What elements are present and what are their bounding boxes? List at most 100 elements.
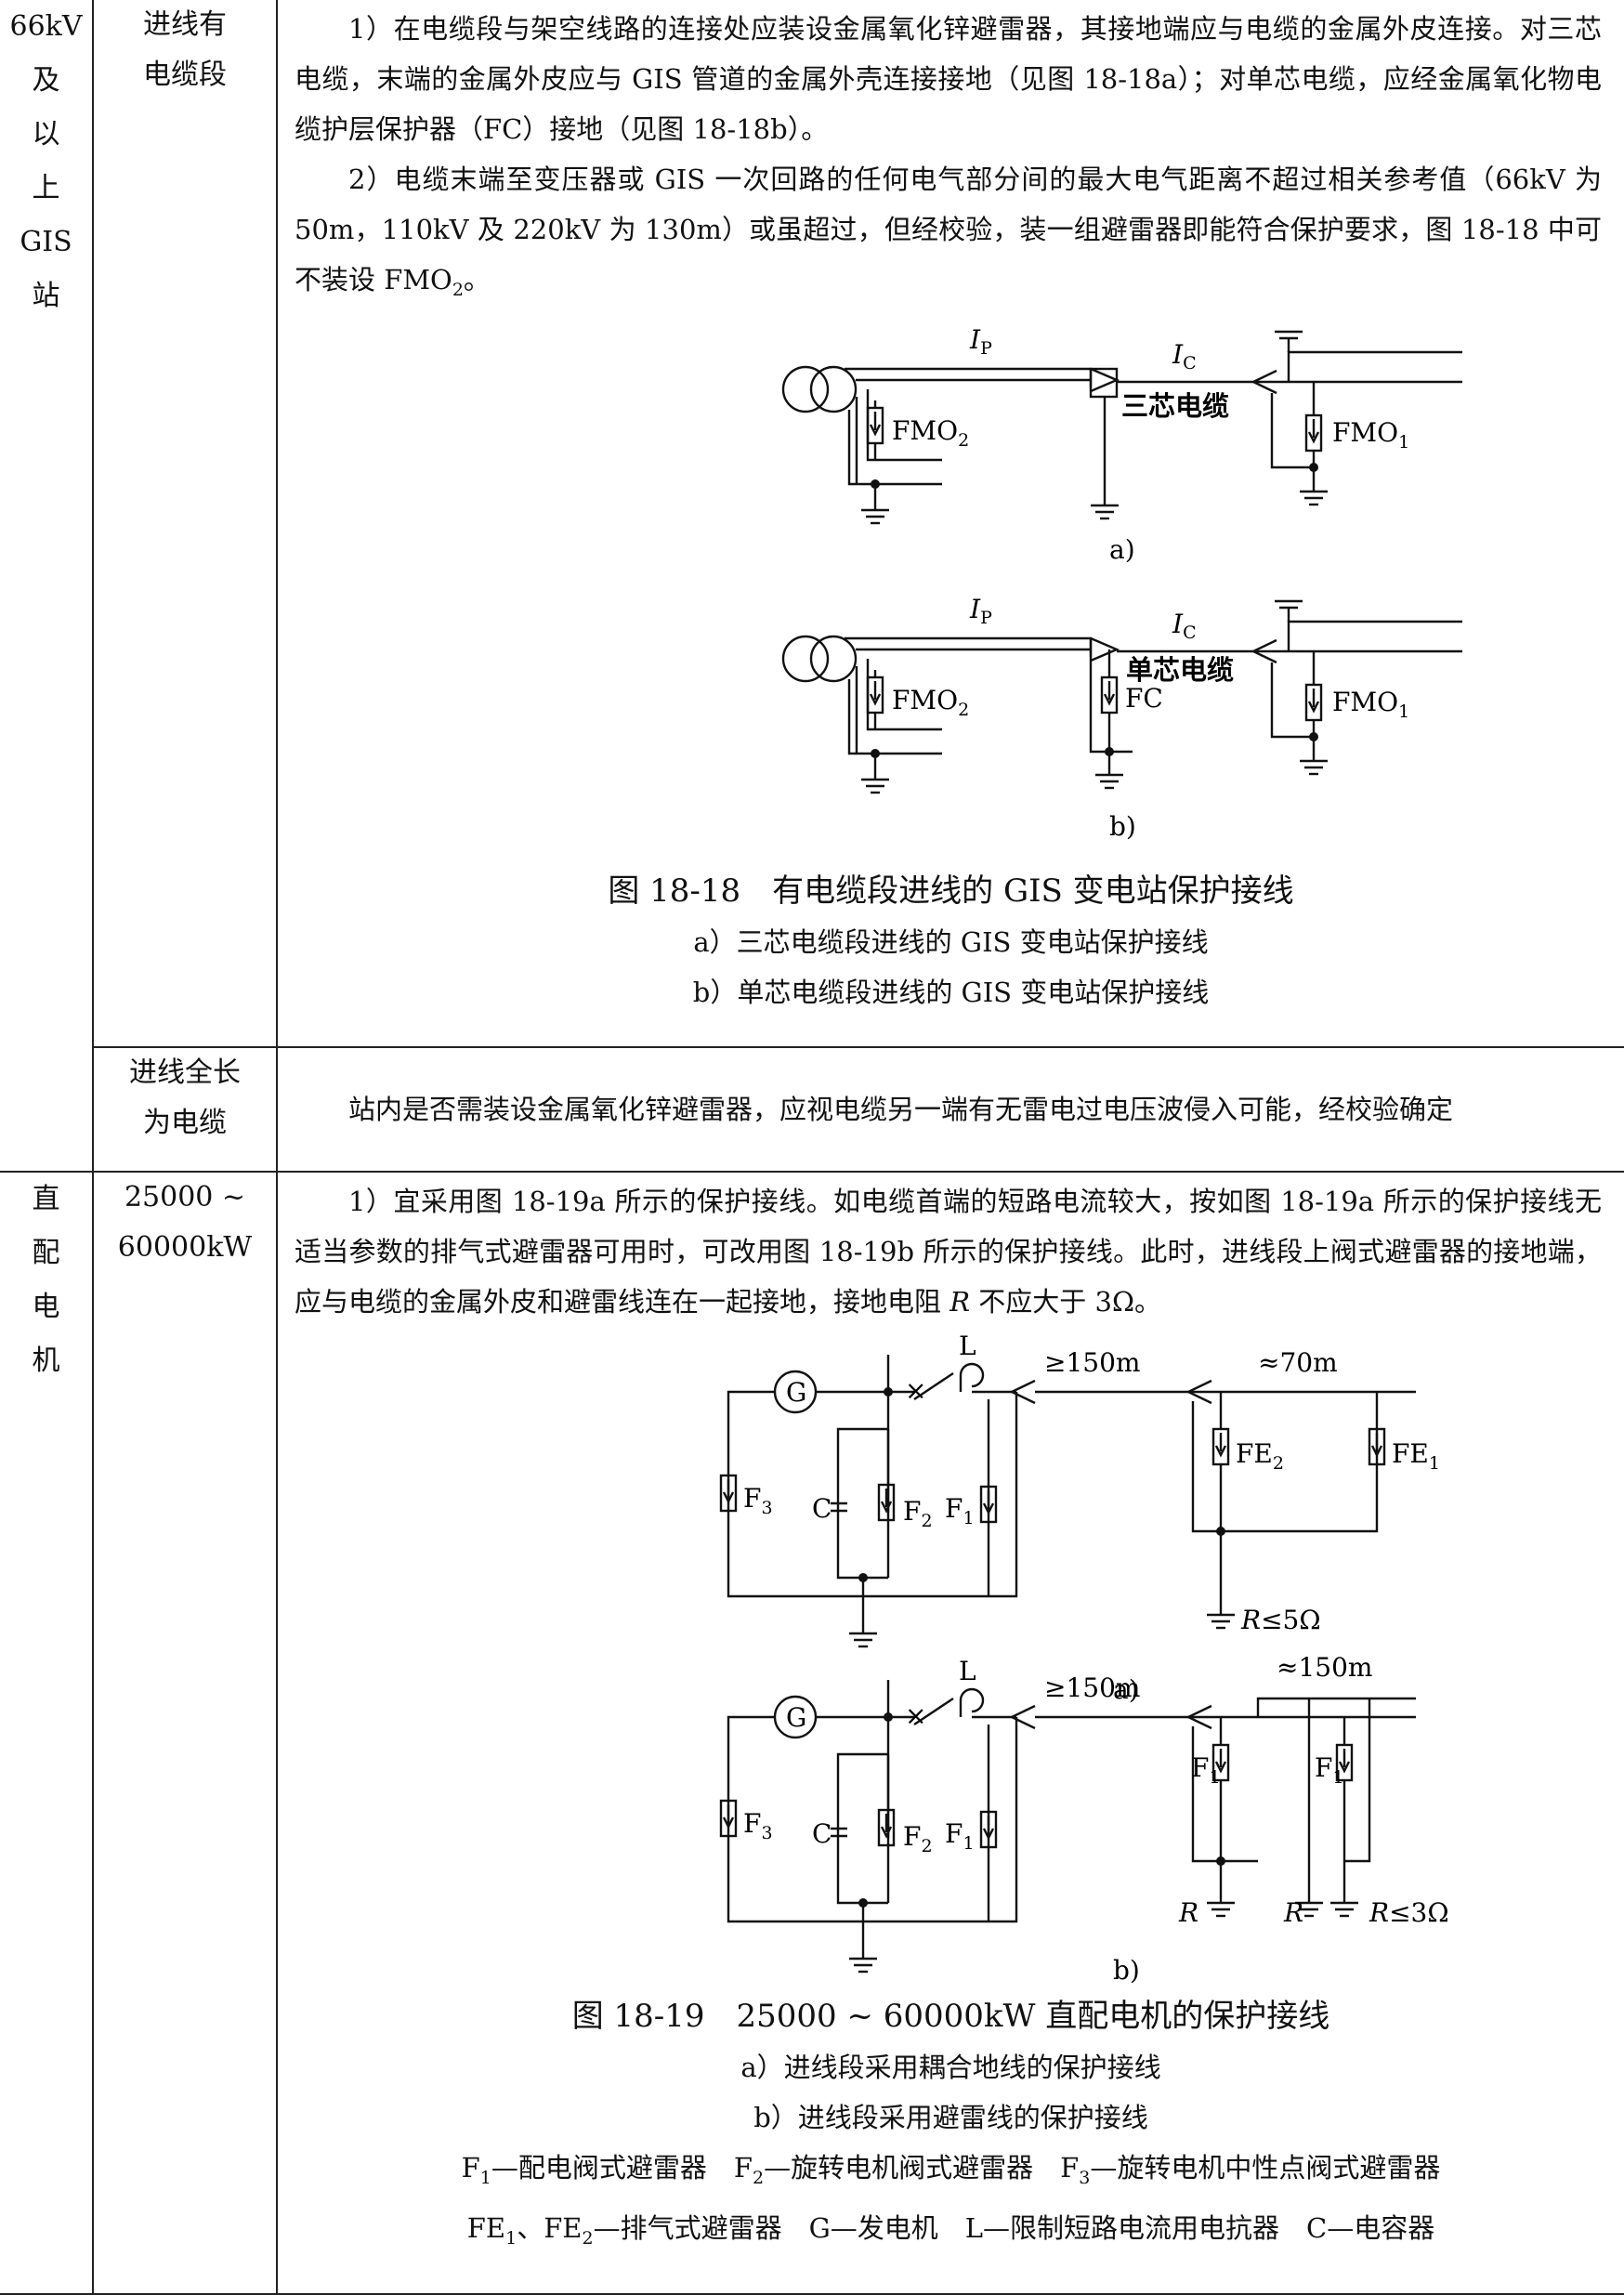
label-fe1: FE1 bbox=[1392, 1438, 1440, 1474]
category-gis-line: 以 bbox=[32, 118, 60, 151]
figure-18-18-sub-a: a）三芯电缆段进线的 GIS 变电站保护接线 bbox=[693, 925, 1209, 958]
label-fmo1-a: FMO1 bbox=[1332, 417, 1409, 452]
label-ip-b: IP bbox=[969, 594, 992, 628]
transformer-coil-2 bbox=[809, 365, 857, 413]
category-gis-line: 66kV bbox=[9, 10, 83, 43]
subcat-full-cable: 进线全长为电缆 bbox=[94, 1048, 276, 1148]
label-ic-b: IC bbox=[1172, 609, 1197, 643]
label-single-core-cable: 单芯电缆 bbox=[1126, 654, 1234, 686]
label-dist-150-a: ≥150m bbox=[1044, 1347, 1140, 1378]
label-g-b: G bbox=[786, 1702, 806, 1733]
category-motor-line: 配 bbox=[32, 1237, 60, 1269]
label-diagram-a: a) bbox=[1109, 534, 1135, 565]
label-f3-b: F3 bbox=[743, 1808, 773, 1843]
subcat-cable-section-line: 进线有 bbox=[143, 8, 227, 41]
category-gis-line: 站 bbox=[32, 280, 60, 312]
subcat-cell-power: 25000 ~ 60000kW bbox=[92, 1171, 278, 2295]
category-gis-line: GIS bbox=[20, 226, 72, 258]
label-f3-a: F3 bbox=[743, 1483, 773, 1518]
subcat-power-range: 25000 ~ 60000kW bbox=[94, 1173, 276, 1273]
svg-text:×: × bbox=[905, 1700, 926, 1731]
category-motor: 直配电机 bbox=[0, 1173, 92, 1388]
arrester-f3-b bbox=[719, 1799, 737, 1838]
label-f2-a: F2 bbox=[903, 1496, 933, 1531]
label-r3: R≤3Ω bbox=[1369, 1897, 1449, 1928]
label-r-1: R bbox=[1178, 1897, 1198, 1928]
label-g-a: G bbox=[786, 1377, 806, 1408]
reactor-l-b bbox=[959, 1687, 984, 1717]
diagram-18-19b: G × L ≥150m F3 bbox=[719, 1652, 1449, 1986]
content-cell-motor: 1）宜采用图 18-19a 所示的保护接线。如电缆首端的短路电流较大，按如图 1… bbox=[276, 1171, 1624, 2295]
figure-18-19-legend-1: F1—配电阀式避雷器 F2—旋转电机阀式避雷器 F3—旋转电机中性点阀式避雷器 bbox=[461, 2152, 1441, 2188]
figure-18-18: FMO2 IP IC 三芯电缆 bbox=[781, 324, 1462, 842]
subcat-power-range-line: 60000kW bbox=[117, 1231, 253, 1264]
motor-paragraph-1: 1）宜采用图 18-19a 所示的保护接线。如电缆首端的短路电流较大，按如图 1… bbox=[295, 1186, 1602, 1318]
label-c-a: C bbox=[812, 1493, 832, 1524]
arrester-f2-a bbox=[877, 1483, 895, 1522]
content-cell-cable-section: 1）在电缆段与架空线路的连接处应装设金属氧化锌避雷器，其接地端应与电缆的金属外皮… bbox=[276, 0, 1624, 1048]
arrester-f3-a bbox=[719, 1474, 737, 1513]
label-dist-70: ≈70m bbox=[1258, 1347, 1338, 1378]
category-motor-line: 电 bbox=[32, 1291, 60, 1323]
label-diagram-19b: b) bbox=[1113, 1955, 1140, 1986]
label-fmo1-b: FMO1 bbox=[1332, 687, 1409, 722]
label-f1-b: F1 bbox=[945, 1818, 975, 1854]
label-diagram-b: b) bbox=[1109, 811, 1136, 842]
figure-18-19-sub-b: b）进线段采用避雷线的保护接线 bbox=[753, 2102, 1148, 2133]
category-gis-line: 上 bbox=[32, 172, 60, 204]
subcat-power-range-line: 25000 ~ bbox=[124, 1181, 246, 1213]
label-ic-a: IC bbox=[1172, 339, 1197, 374]
label-r5: R≤5Ω bbox=[1240, 1605, 1321, 1635]
label-dist-150-b: ≥150m bbox=[1044, 1672, 1140, 1703]
transformer-coil-1 bbox=[781, 365, 829, 413]
label-ip-a: IP bbox=[969, 324, 992, 359]
label-fe2: FE2 bbox=[1236, 1438, 1284, 1474]
label-c-b: C bbox=[812, 1818, 832, 1849]
subcat-cell-cable-section: 进线有电缆段 bbox=[92, 0, 278, 1048]
svg-text:×: × bbox=[905, 1375, 926, 1406]
full-cable-text: 站内是否需装设金属氧化锌避雷器，应视电缆另一端有无雷电过电压波侵入可能，经校验确… bbox=[348, 1094, 1454, 1125]
reactor-l-a bbox=[959, 1362, 984, 1392]
figure-18-19: G × L ≥150m F3 bbox=[719, 1331, 1449, 1986]
arrester-f1-b bbox=[979, 1810, 997, 1849]
label-f2-b: F2 bbox=[903, 1821, 933, 1856]
subcat-cable-section-line: 电缆段 bbox=[143, 59, 227, 91]
label-three-core-cable: 三芯电缆 bbox=[1121, 390, 1229, 422]
label-dist-150b: ≈150m bbox=[1277, 1652, 1372, 1683]
label-l-b: L bbox=[959, 1656, 976, 1686]
label-fc: FC bbox=[1125, 683, 1163, 714]
category-motor-line: 直 bbox=[32, 1183, 60, 1215]
subcat-cable-section: 进线有电缆段 bbox=[94, 0, 276, 100]
gis-paragraph-1: 1）在电缆段与架空线路的连接处应装设金属氧化锌避雷器，其接地端应与电缆的金属外皮… bbox=[295, 13, 1602, 145]
exhaust-arrester-fe1 bbox=[1368, 1427, 1385, 1466]
diagram-18-18a: FMO2 IP IC 三芯电缆 bbox=[781, 324, 1462, 565]
subcat-full-cable-line: 为电缆 bbox=[143, 1107, 227, 1139]
label-diagram-19a: a) bbox=[1113, 1674, 1139, 1705]
diagram-18-18b: FMO2 IP FC IC 单芯电缆 bbox=[781, 594, 1462, 842]
label-fmo2-b: FMO2 bbox=[892, 685, 969, 720]
transformer-coil-2b bbox=[809, 635, 857, 682]
category-gis: 66kV 及以上 GIS 站 bbox=[0, 0, 92, 323]
arrester-f1-a bbox=[979, 1485, 997, 1524]
subcat-full-cable-line: 进线全长 bbox=[129, 1056, 241, 1089]
label-f1-a: F1 bbox=[945, 1493, 975, 1528]
category-gis-line: 及 bbox=[32, 64, 60, 97]
label-f1-line-1: F1 bbox=[1191, 1752, 1221, 1788]
figure-18-18-sub-b: b）单芯电缆段进线的 GIS 变电站保护接线 bbox=[692, 976, 1210, 1008]
figure-18-18-caption: 图 18-18 有电缆段进线的 GIS 变电站保护接线 bbox=[608, 872, 1294, 910]
subcat-cell-full-cable: 进线全长为电缆 bbox=[92, 1046, 278, 1173]
label-fmo2-a: FMO2 bbox=[892, 415, 969, 451]
label-l-a: L bbox=[959, 1331, 976, 1361]
category-cell-motor: 直配电机 bbox=[0, 1171, 94, 2295]
figure-18-19-legend-2: FE1、FE2—排气式避雷器 G—发电机 L—限制短路电流用电抗器 C—电容器 bbox=[466, 2211, 1435, 2249]
arrester-f2-b bbox=[877, 1808, 895, 1847]
category-cell-gis: 66kV 及以上 GIS 站 bbox=[0, 0, 94, 1173]
gis-paragraph-2: 2）电缆末端至变压器或 GIS 一次回路的任何电气部分间的最大电气距离不超过相关… bbox=[295, 164, 1602, 300]
figure-18-19-sub-a: a）进线段采用耦合地线的保护接线 bbox=[740, 2052, 1161, 2083]
label-f1-line-2: F1 bbox=[1315, 1752, 1344, 1788]
content-cell-full-cable: 站内是否需装设金属氧化锌避雷器，应视电缆另一端有无雷电过电压波侵入可能，经校验确… bbox=[276, 1046, 1624, 1173]
transformer-coil-1b bbox=[781, 635, 829, 682]
category-motor-line: 机 bbox=[32, 1344, 60, 1377]
